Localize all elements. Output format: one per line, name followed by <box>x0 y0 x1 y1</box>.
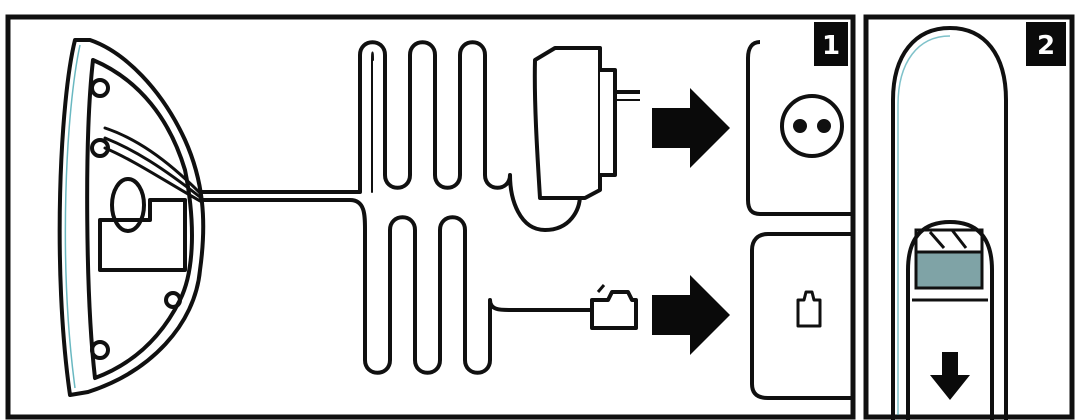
step-badge-2: 2 <box>1026 22 1066 66</box>
arrow-down-icon <box>930 352 970 400</box>
phone-jack-icon <box>750 232 852 400</box>
arrow-right-icon <box>652 275 730 355</box>
step-badge-1: 1 <box>814 22 848 66</box>
phone-cable <box>198 198 594 375</box>
battery-icon <box>914 228 984 290</box>
handset-icon <box>891 26 1008 420</box>
power-cable <box>198 40 582 232</box>
arrow-right-icon <box>652 88 730 168</box>
power-socket-icon <box>746 40 852 216</box>
phone-plug-icon <box>590 284 638 330</box>
panel-2: 2 <box>863 14 1075 420</box>
step-number-1: 1 <box>822 31 840 61</box>
panel-1: 1 <box>5 14 856 420</box>
power-adapter-icon <box>532 46 640 200</box>
step-number-2: 2 <box>1037 31 1055 61</box>
phone-base-station-icon <box>57 38 206 397</box>
